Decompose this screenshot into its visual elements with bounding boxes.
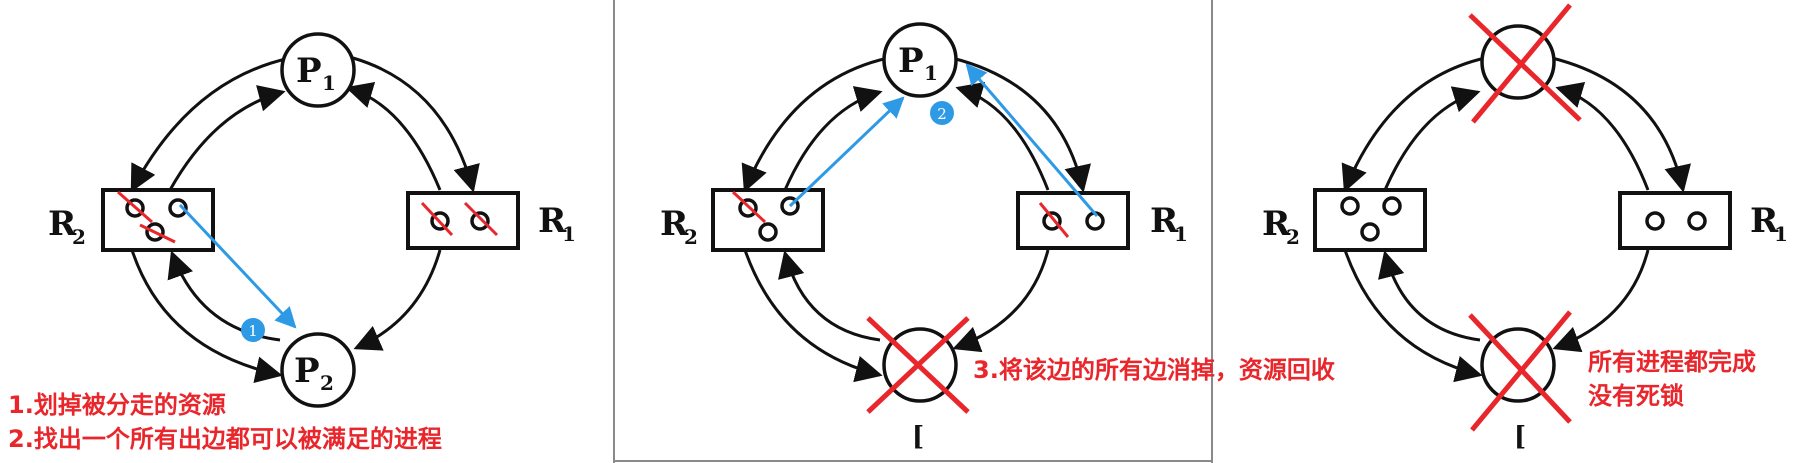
resource-instance [470, 211, 490, 231]
process-label: P [296, 51, 322, 91]
process-node-p2 [280, 332, 356, 408]
process-subscript: 1 [322, 71, 336, 95]
process-label-fragment: [ [1514, 422, 1526, 452]
resource-box-r1 [1016, 191, 1130, 250]
resource-instance [430, 211, 450, 231]
resource-subscript: 1 [1774, 222, 1788, 246]
strike-mark [1038, 202, 1070, 238]
resource-instance [168, 198, 188, 218]
edge [741, 56, 889, 193]
edge-r2-p2 [130, 249, 283, 384]
resource-instance [780, 196, 800, 216]
annotation-note: 2.找出一个所有出边都可以被满足的进程 [8, 425, 442, 453]
highlight-arrow [965, 63, 1099, 217]
edge-r1-p2 [353, 249, 442, 351]
edge [1555, 82, 1650, 191]
resource-box-r1 [1618, 191, 1732, 250]
step-badge-number: 2 [937, 105, 947, 123]
resource-instance [1687, 211, 1707, 231]
strike-mark [463, 201, 499, 237]
panel-3: [ R 2 R 1 所有进程都完成 没有死锁 [1262, 3, 1788, 452]
edge-r1-p1 [345, 82, 442, 191]
step-badge-number: 1 [248, 322, 258, 340]
edge [1551, 56, 1691, 193]
process-node-p1 [882, 22, 958, 98]
panel-1: P 1 P 2 R 2 R 1 1 1.划掉被分走的资源 2.找出一个所有出边都… [8, 32, 576, 453]
resource-label: R [1262, 204, 1291, 244]
annotation-note: 所有进程都完成 [1588, 348, 1756, 376]
process-subscript: 2 [320, 371, 334, 395]
annotation-note: 3.将该边的所有边消掉，资源回收 [973, 356, 1335, 384]
resource-instance [738, 198, 758, 218]
resource-label: R [660, 204, 689, 244]
strike-mark [731, 190, 767, 224]
resource-instance [1340, 196, 1360, 216]
process-label: P [294, 351, 320, 391]
resource-instance [1042, 211, 1062, 231]
strike-mark [420, 201, 454, 237]
resource-instance [758, 222, 778, 242]
edge [783, 86, 883, 191]
resource-label: R [1150, 201, 1179, 241]
completed-cross [1470, 310, 1572, 432]
completed-cross [866, 316, 970, 414]
resource-instance [1382, 196, 1402, 216]
annotation-note: 没有死锁 [1588, 382, 1684, 410]
edge [1341, 56, 1486, 193]
resource-subscript: 1 [1174, 222, 1188, 246]
resource-instance [1645, 211, 1665, 231]
edge-r2-p1 [168, 85, 286, 191]
resource-label: R [1750, 201, 1779, 241]
step-badge [241, 318, 265, 342]
resource-label: R [538, 201, 567, 241]
strike-mark [139, 223, 176, 244]
resource-instance [1360, 222, 1380, 242]
edge-p1-r2 [130, 56, 291, 193]
edge [1378, 250, 1481, 342]
process-label-fragment: [ [912, 422, 924, 452]
highlight-arrow [178, 203, 297, 329]
highlight-arrow [788, 96, 905, 208]
resource-subscript: 2 [72, 225, 86, 249]
edge [1343, 249, 1483, 383]
edge [778, 250, 881, 342]
completed-cross [1471, 3, 1572, 124]
resource-subscript: 2 [1286, 225, 1300, 249]
resource-box-r1 [406, 191, 520, 250]
edge [1552, 249, 1650, 353]
resource-instance [145, 222, 165, 242]
strike-mark [117, 190, 153, 224]
edge [743, 249, 883, 383]
edge [1383, 86, 1481, 191]
resource-subscript: 1 [562, 222, 576, 246]
panel-2: P 1 [ R 2 R 1 2 3.将该边的所有边消掉，资源回收 [660, 22, 1335, 452]
process-subscript: 1 [924, 61, 938, 85]
process-label: P [898, 41, 924, 81]
edge [952, 249, 1050, 353]
edge [955, 82, 1050, 191]
resource-instance [125, 198, 145, 218]
process-node-p1 [280, 32, 356, 108]
step-badge [930, 101, 954, 125]
resource-subscript: 2 [684, 225, 698, 249]
completed-cross [1468, 13, 1582, 122]
annotation-note: 1.划掉被分走的资源 [8, 391, 226, 419]
resource-label: R [48, 204, 77, 244]
edge-p1-r1 [352, 56, 480, 193]
